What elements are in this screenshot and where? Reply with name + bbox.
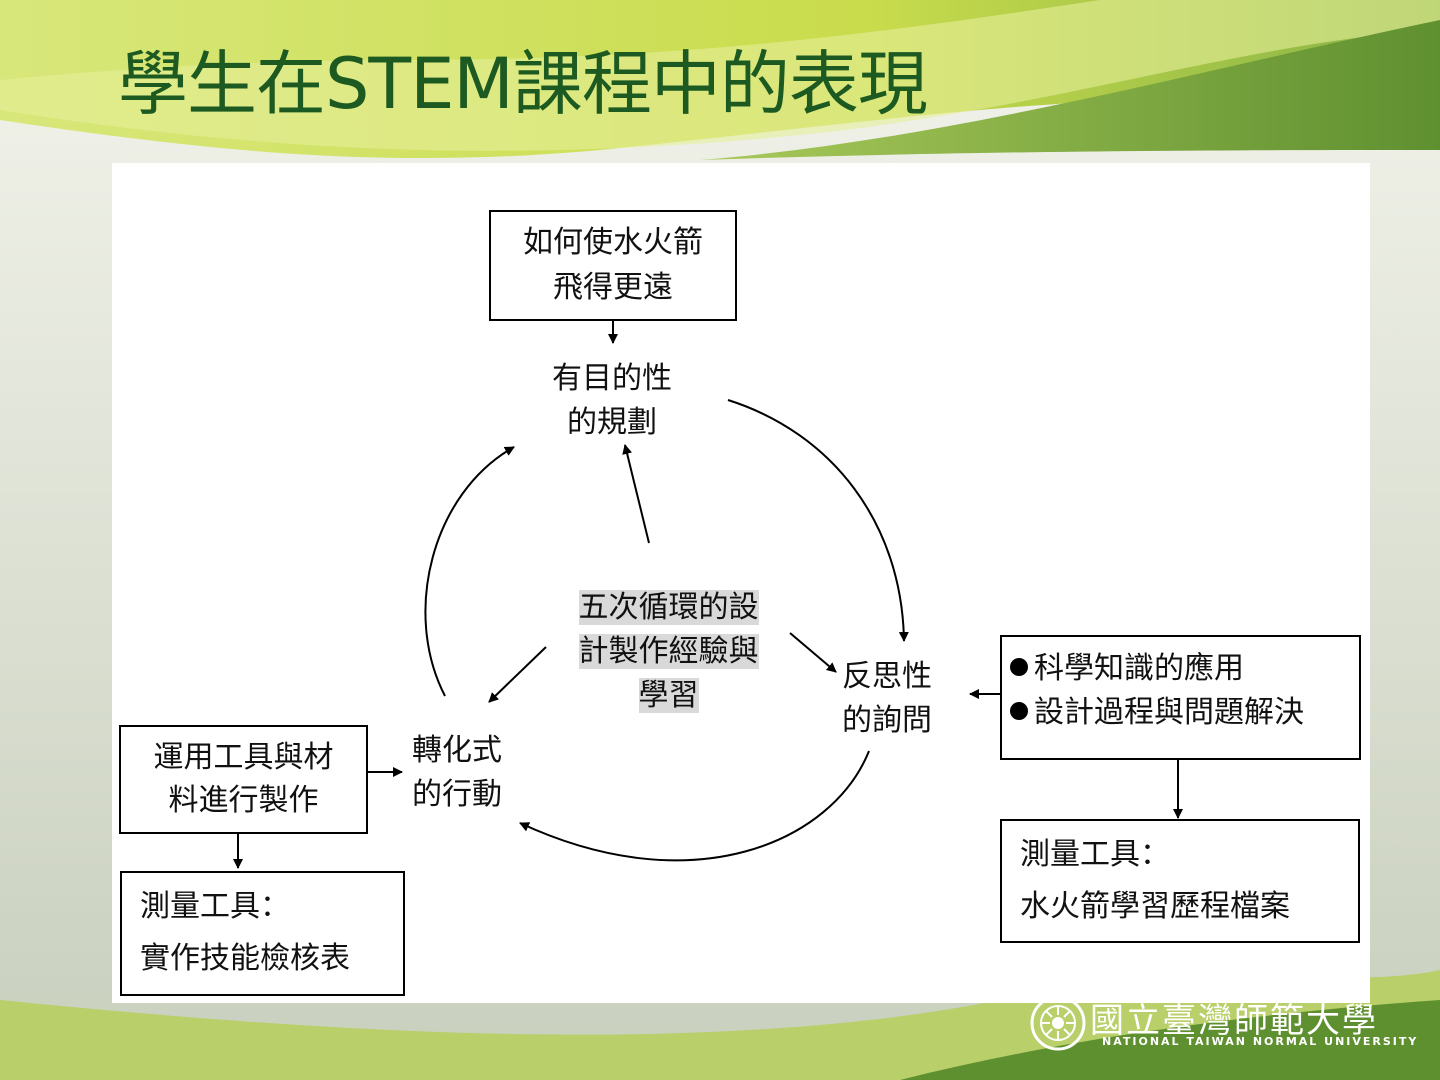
arrow-center-to-action: [488, 646, 547, 703]
question-box: [489, 210, 737, 321]
center-line-1: 五次循環的設: [578, 590, 759, 625]
cycle-arc-action-to-planning: [424, 446, 515, 697]
right-bullet-2: 設計過程與問題解決: [1010, 691, 1304, 735]
center-line-3: 學習: [638, 678, 699, 713]
university-emblem-icon: [1030, 995, 1086, 1051]
right-tool-line-2: 水火箭學習歷程檔案: [1020, 889, 1290, 924]
planning-line-2: 的規劃: [567, 405, 657, 440]
slide-title: 學生在STEM課程中的表現: [118, 43, 928, 125]
question-line-2: 飛得更遠: [553, 270, 673, 305]
arrow-center-to-reflection: [789, 632, 837, 673]
left-tool-line-2: 實作技能檢核表: [140, 941, 350, 976]
action-line-2: 的行動: [412, 777, 502, 812]
center-label: 五次循環的設 計製作經驗與 學習: [566, 586, 771, 718]
arrow-center-to-planning: [622, 444, 650, 544]
right-tool-line-1: 測量工具：: [1020, 837, 1170, 872]
university-name: 國立臺灣師範大學: [1090, 1001, 1378, 1041]
right-knowledge-box: [1000, 635, 1361, 760]
diagram-canvas: 如何使水火箭 飛得更遠 有目的性 的規劃 五次循環的設 計製作經驗與 學習 反思…: [112, 163, 1370, 1003]
right-bullet-1: 科學知識的應用: [1010, 647, 1244, 691]
right-tool-box: [1000, 819, 1360, 943]
planning-line-1: 有目的性: [552, 361, 672, 396]
question-line-1: 如何使水火箭: [523, 225, 703, 260]
cycle-arc-reflection-to-action: [519, 750, 870, 862]
university-name-english: NATIONAL TAIWAN NORMAL UNIVERSITY: [1102, 1035, 1419, 1048]
left-tool-box: [120, 871, 405, 996]
action-line-1: 轉化式: [412, 733, 502, 768]
cycle-arc-planning-to-reflection: [727, 399, 909, 642]
bullet-icon: [1010, 702, 1028, 720]
reflection-line-2: 的詢問: [842, 703, 932, 738]
bullet-icon: [1010, 658, 1028, 676]
center-line-2: 計製作經驗與: [578, 634, 759, 669]
left-tool-line-1: 測量工具：: [140, 889, 290, 924]
reflection-line-1: 反思性: [842, 659, 932, 694]
left-making-box: [119, 725, 368, 834]
left-box-line-1: 運用工具與材: [153, 740, 334, 775]
left-box-line-2: 料進行製作: [168, 783, 319, 818]
university-logo: 國立臺灣師範大學 NATIONAL TAIWAN NORMAL UNIVERSI…: [1030, 993, 1430, 1053]
diagram-arrows: [233, 321, 1183, 869]
